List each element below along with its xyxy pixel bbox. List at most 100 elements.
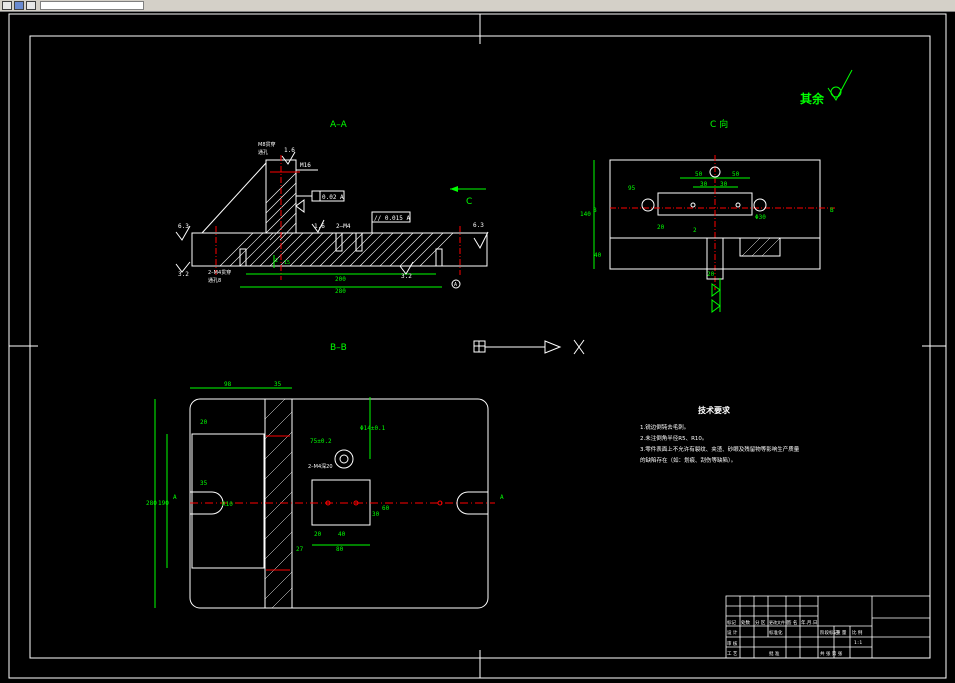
c-dim-50: 50 (695, 171, 703, 178)
aa-dim-280: 280 (335, 288, 346, 295)
view-c-arrow-head (450, 186, 458, 192)
aa-rough-mid: 3.2 (401, 273, 412, 280)
tech-title: 技术要求 (698, 405, 731, 415)
tb-stage-label: 阶段标记 (820, 629, 838, 636)
aa-flatness-text: 0.02 A (322, 194, 344, 201)
view-c: C 向 50 50 30 30 140 40 95 20 2 Φ30 20 B (580, 118, 835, 313)
c-dim-20: 20 (657, 224, 665, 231)
tb-row0-0: 标记 (727, 619, 736, 626)
c-pocket-hatch (741, 237, 781, 257)
bb-dim-280: 280 (146, 500, 157, 507)
c-dim-95: 95 (628, 185, 636, 192)
tb-weight-label: 重 量 (836, 629, 847, 636)
c-letter-b-right: B (830, 207, 834, 214)
tech-line-4: 的缺陷存在（如：划痕、刮伤等缺陷）。 (640, 456, 736, 464)
aa-rough-mid2: 1.6 (314, 223, 325, 230)
tb-row0-2: 分 区 (755, 619, 766, 626)
tb-row0-3: 更改文件号 (769, 619, 789, 625)
aa-rough-symbol-6 (311, 219, 325, 233)
c-dim-2: 2 (693, 227, 697, 234)
c-dim-50b: 50 (732, 171, 740, 178)
aa-hatch (219, 172, 454, 267)
bb-hole-2 (353, 500, 359, 506)
bb-dim-30: 30 (372, 511, 380, 518)
tb-scale-label: 比 例 (852, 629, 863, 636)
c-pocket (739, 237, 781, 257)
bb-dim-190: 190 (158, 500, 169, 507)
aa-rough-left-bottom: 3.2 (178, 271, 189, 278)
aa-holes-top: 2–M4 (336, 223, 351, 230)
bb-hole-1 (325, 500, 331, 506)
bb-rib-hatch (264, 398, 293, 609)
aa-hole-1 (239, 248, 247, 267)
title-block-text: 标记 处数 分 区 更改文件号 签 名 年.月.日 设 计 标准化 审 核 工 … (727, 619, 863, 657)
section-aa-title: A–A (330, 120, 348, 130)
aa-dim-200: 200 (335, 276, 346, 283)
aa-gusset-line (201, 162, 267, 234)
aa-rough-symbol-1 (175, 225, 191, 241)
c-rough-2 (711, 299, 721, 313)
bb-section-a-left: A (173, 494, 177, 501)
bb-dim-75: 75±0.2 (310, 438, 332, 445)
bb-u-slot-right (456, 491, 488, 515)
roughness-other: 其余 (800, 69, 853, 106)
c-dim-30: 30 (700, 181, 708, 188)
c-letter-b-left: B (593, 207, 597, 214)
save-icon[interactable] (14, 1, 24, 10)
section-aa: A–A (175, 120, 489, 295)
tb-row0-4: 签 名 (787, 619, 797, 626)
bb-hole-3 (437, 500, 443, 506)
aa-callout-left-2: 通孔8 (208, 277, 221, 284)
bb-hole-top (334, 449, 354, 469)
bb-dim-20: 20 (200, 419, 208, 426)
sheet-inner-border (29, 35, 931, 659)
bb-dim-27: 27 (296, 546, 304, 553)
c-dim-30b: 30 (720, 181, 728, 188)
aa-hole-2 (435, 248, 443, 267)
c-dim-40: 40 (594, 252, 602, 259)
aa-rough-top: 1.6 (284, 147, 295, 154)
aa-hole-4 (355, 232, 363, 252)
c-dim-20b: 20 (707, 271, 715, 278)
tech-line-2: 2.未注倒角半径R5、R10。 (640, 434, 707, 442)
aa-callout-top-2: 通孔 (258, 149, 268, 156)
c-hole-top (709, 166, 721, 178)
roughness-other-label: 其余 (800, 91, 825, 106)
c-dim-phi30: Φ30 (755, 214, 766, 221)
section-bb-title: B–B (330, 343, 347, 353)
bb-dim-40: 40 (338, 531, 346, 538)
bb-holes-label: 2–M4深20 (308, 463, 333, 470)
tb-sheet-label: 共 张 第 张 (820, 650, 843, 657)
tb-row2-0: 审 核 (727, 640, 738, 647)
aa-dim-15: 15 (284, 260, 290, 266)
title-block (725, 595, 931, 659)
tb-scale-value: 1:1 (854, 640, 862, 646)
aa-rough-symbol-2 (175, 261, 191, 273)
c-rough-1 (711, 283, 721, 297)
layer-icon[interactable] (26, 1, 36, 10)
aa-datum-circle (451, 279, 461, 289)
tech-line-3: 3.零件表面上不允许有裂纹、夹渣、砂眼及残留物等影响生产质量 (640, 445, 800, 453)
aa-rough-left-top: 6.3 (178, 223, 189, 230)
command-field[interactable] (40, 1, 144, 10)
tb-row1-3: 标准化 (769, 629, 783, 636)
bb-dim-35b: 35 (200, 480, 208, 487)
aa-datum-triangle (295, 199, 305, 213)
aa-thread-label: M16 (300, 162, 311, 169)
bb-plate (189, 398, 489, 609)
c-hole-small-1 (690, 202, 696, 208)
c-hole-small-2 (735, 202, 741, 208)
tb-row3-3: 批 准 (769, 650, 780, 657)
tb-row0-5: 年.月.日 (801, 619, 817, 626)
c-hole-right (753, 198, 767, 212)
tb-row1-0: 设 计 (727, 629, 738, 636)
bb-section-a-right: A (500, 494, 504, 501)
bb-dim-60: 60 (382, 505, 390, 512)
cad-drawing-area[interactable]: 其余 A–A (0, 12, 955, 683)
file-icon[interactable] (2, 1, 12, 10)
tb-row0-1: 处数 (741, 619, 750, 626)
c-foot (706, 268, 724, 280)
c-slot (657, 192, 753, 216)
aa-rough-symbol-5 (281, 151, 296, 165)
aa-callout-left-1: 2–M4贯穿 (208, 269, 231, 276)
